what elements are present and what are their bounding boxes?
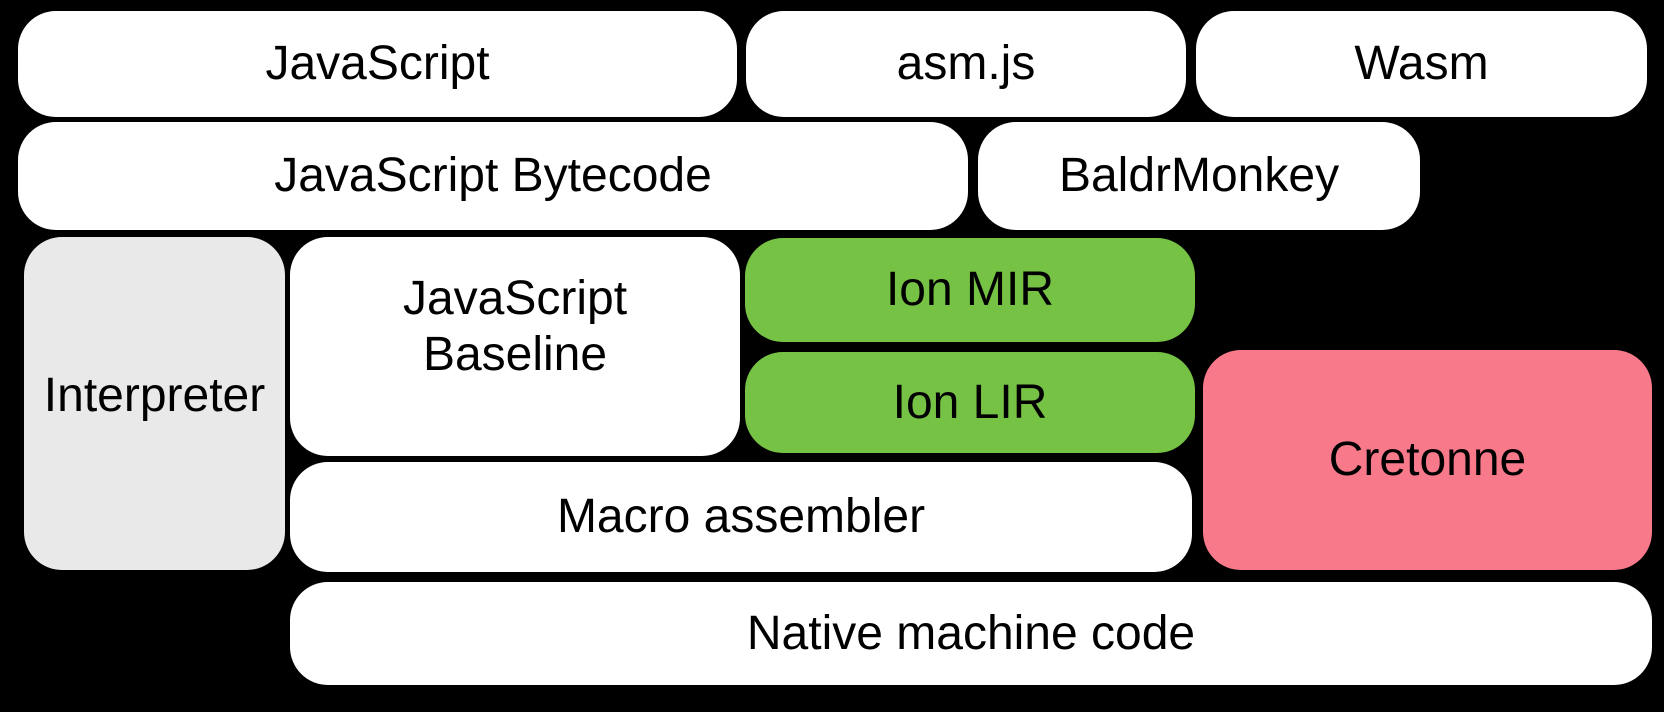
node-asmjs-label: asm.js (896, 37, 1036, 91)
node-ion-mir: Ion MIR (745, 238, 1195, 342)
node-wasm-label: Wasm (1354, 37, 1489, 91)
node-macro-assembler: Macro assembler (290, 462, 1192, 572)
node-native-machine-code: Native machine code (290, 582, 1652, 685)
node-javascript: JavaScript (18, 11, 737, 117)
node-ion-mir-label: Ion MIR (885, 263, 1055, 317)
node-wasm: Wasm (1196, 11, 1647, 117)
node-javascript-baseline-label: JavaScript Baseline (402, 272, 628, 381)
node-baldrmonkey: BaldrMonkey (978, 122, 1420, 230)
node-interpreter-label: Interpreter (43, 368, 266, 422)
node-javascript-bytecode: JavaScript Bytecode (18, 122, 968, 230)
node-javascript-bytecode-label: JavaScript Bytecode (274, 149, 712, 203)
node-native-machine-code-label: Native machine code (746, 606, 1196, 660)
node-ion-lir-label: Ion LIR (892, 375, 1048, 429)
node-javascript-label: JavaScript (265, 37, 490, 91)
node-interpreter: Interpreter (24, 237, 285, 570)
node-cretonne-label: Cretonne (1328, 433, 1527, 487)
node-javascript-baseline: JavaScript Baseline (290, 237, 740, 456)
node-macro-assembler-label: Macro assembler (556, 490, 926, 544)
node-ion-lir: Ion LIR (745, 352, 1195, 453)
node-baldrmonkey-label: BaldrMonkey (1058, 149, 1340, 203)
node-cretonne: Cretonne (1203, 350, 1652, 570)
node-asmjs: asm.js (746, 11, 1186, 117)
